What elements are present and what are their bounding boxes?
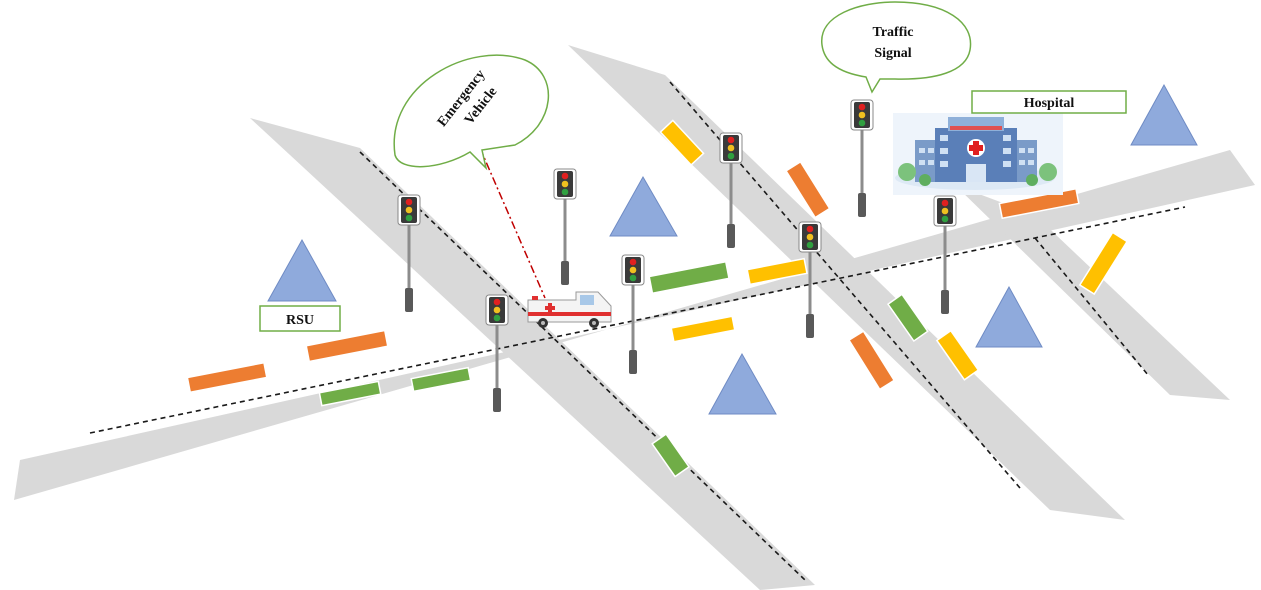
traffic-signal-label-line2: Signal	[874, 46, 911, 61]
vehicle	[1078, 231, 1129, 296]
vehicle	[651, 432, 691, 478]
traffic-light-icon	[933, 195, 957, 314]
vehicle	[670, 315, 736, 343]
rsu-label-box: RSU	[259, 305, 341, 332]
traffic-light-icon	[553, 168, 577, 285]
vehicle	[318, 380, 382, 407]
vehicle	[410, 366, 472, 393]
traffic-light-icon	[397, 194, 421, 312]
lane-divider-main	[89, 206, 1186, 434]
vehicle	[746, 257, 808, 286]
ambulance-icon	[527, 291, 612, 328]
traffic-light-icon	[798, 221, 822, 338]
rsu-triangle-icon	[708, 352, 777, 415]
traffic-light-icon	[621, 254, 645, 374]
rsu-triangle-icon	[975, 285, 1043, 348]
v2x-communication-link	[479, 147, 546, 299]
traffic-signal-callout: Traffic Signal	[821, 1, 972, 94]
traffic-light-icon	[485, 294, 509, 412]
road-middle-diagonal	[568, 45, 1125, 520]
hospital-label: Hospital	[1024, 96, 1075, 111]
traffic-signals	[397, 99, 957, 412]
rsu-triangle-icon	[267, 238, 337, 302]
lane-divider-left	[359, 151, 806, 581]
vehicle	[998, 187, 1080, 220]
vehicle	[659, 119, 705, 167]
traffic-light-icon	[719, 132, 743, 248]
hospital-building-icon	[893, 113, 1063, 195]
vehicle	[886, 293, 929, 343]
rsu-triangle-icon	[1130, 83, 1198, 146]
vehicle	[305, 329, 389, 363]
vehicle	[935, 329, 980, 381]
vehicle	[648, 260, 730, 295]
vehicle	[785, 160, 831, 219]
vehicle	[847, 330, 896, 391]
lane-divider-right	[1034, 237, 1149, 376]
rsu-units	[267, 83, 1198, 415]
lane-markings	[89, 81, 1186, 581]
hospital-label-box: Hospital	[971, 90, 1127, 114]
traffic-signal-label-line1: Traffic	[873, 25, 914, 40]
rsu-triangle-icon	[609, 175, 678, 237]
vehicles	[186, 119, 1129, 478]
rsu-label: RSU	[286, 313, 314, 328]
vehicle	[186, 361, 268, 394]
traffic-light-icon	[850, 99, 874, 217]
emergency-vehicle-callout: Emergency Vehicle	[393, 54, 550, 171]
